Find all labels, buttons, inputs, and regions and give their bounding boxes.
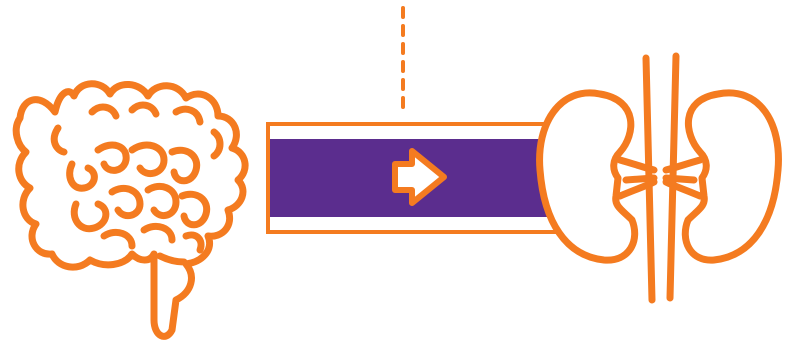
major-vessels	[646, 56, 676, 300]
kidneys-icon	[540, 93, 779, 260]
intestines-icon	[16, 84, 245, 337]
